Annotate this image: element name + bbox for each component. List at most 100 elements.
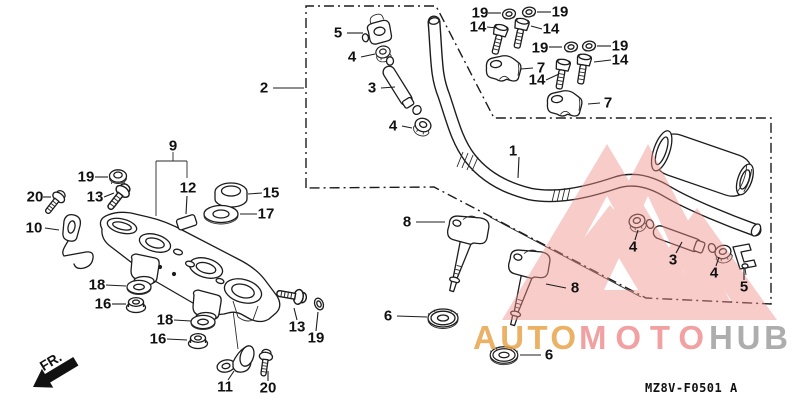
leader-line <box>675 241 683 254</box>
part-label-19: 19 <box>78 169 95 186</box>
leader-line <box>520 67 534 70</box>
leader-line <box>587 102 601 105</box>
dust-seal-6a <box>427 308 459 330</box>
logo-triangle-2 <box>556 144 740 320</box>
leader-line <box>360 53 376 58</box>
leader-line <box>401 125 413 129</box>
bracket-bolt-20-right <box>256 347 275 378</box>
callout-leader-lines <box>43 11 745 381</box>
leader-line <box>517 156 520 179</box>
handle-post-8a <box>431 209 493 297</box>
watermark-logo <box>502 144 777 320</box>
part-label-14: 14 <box>470 19 487 36</box>
holder-bolt-14b <box>509 16 531 50</box>
washer-19-right <box>313 297 325 311</box>
handlebar-pipe <box>427 15 762 237</box>
part-label-14: 14 <box>612 52 629 69</box>
knurl-band-center <box>551 187 571 203</box>
part-label-11: 11 <box>217 379 233 396</box>
part-label-20: 20 <box>260 380 277 397</box>
steering-stem-nut-15 <box>214 182 248 208</box>
part-label-15: 15 <box>263 185 280 202</box>
leader-line <box>103 192 115 198</box>
nut-16b <box>187 332 209 350</box>
part-label-19: 19 <box>552 4 569 21</box>
part-label-10: 10 <box>26 220 43 237</box>
logo-triangle-1 <box>502 144 712 320</box>
leader-line <box>293 307 298 321</box>
bar-left-end-opening <box>428 17 440 25</box>
part-label-18: 18 <box>157 312 174 329</box>
bar-right-end-opening <box>750 223 762 237</box>
part-label-14: 14 <box>529 72 546 89</box>
pinch-bolt-13-right <box>274 285 309 307</box>
leader-line <box>247 192 263 195</box>
part-label-4: 4 <box>710 265 719 282</box>
part-label-17: 17 <box>258 206 275 223</box>
guide-line <box>232 309 239 350</box>
part-label-16: 16 <box>95 296 112 313</box>
part-label-6: 6 <box>545 347 553 364</box>
watermark-text-auto: AUTO <box>473 319 577 356</box>
part-label-20: 20 <box>27 189 44 206</box>
leader-line <box>315 311 319 332</box>
part-label-4: 4 <box>389 118 398 135</box>
part-label-5: 5 <box>334 25 342 42</box>
part-label-12: 12 <box>180 180 197 197</box>
lock-bracket-11 <box>216 345 255 373</box>
part-label-19: 19 <box>532 40 549 57</box>
knurl-band-left <box>456 151 479 172</box>
cap-nut-19b <box>521 5 537 19</box>
shim-12 <box>175 214 198 231</box>
leader-line <box>396 315 428 318</box>
part-label-13: 13 <box>289 319 306 336</box>
leader-line <box>166 338 188 341</box>
part-label-16: 16 <box>150 331 167 348</box>
leader-line <box>44 227 60 231</box>
arrow-shape <box>33 356 79 388</box>
part-label-13: 13 <box>87 189 104 206</box>
bar-holder-upper-7a <box>484 53 523 84</box>
leader-line <box>545 73 560 81</box>
leader-line <box>227 370 235 381</box>
part-label-19: 19 <box>612 38 629 55</box>
holder-bolt-14a <box>487 22 510 57</box>
part-label-8: 8 <box>571 280 579 297</box>
cap-nut-19c <box>563 40 579 54</box>
handle-grip <box>650 130 754 197</box>
part-label-18: 18 <box>89 277 106 294</box>
part-code: MZ8V-F0501 A <box>645 381 738 395</box>
detail-boundary-box <box>305 5 772 305</box>
leader-line <box>380 86 396 89</box>
nut-16a <box>125 296 147 314</box>
cap-nut-19-left <box>108 169 128 185</box>
part-label-14: 14 <box>543 21 560 38</box>
bar-end-weight-left <box>361 13 434 139</box>
leader-line <box>486 26 498 29</box>
part-label-9: 9 <box>169 138 177 155</box>
part-label-4: 4 <box>629 239 638 256</box>
bar-holder-upper-7b <box>545 88 584 119</box>
part-label-6: 6 <box>384 308 392 325</box>
leader-line <box>173 319 192 322</box>
leader-line <box>593 59 612 63</box>
pinch-bolt-13-left <box>102 179 135 214</box>
leader-line <box>105 284 127 287</box>
fr-direction-arrow: FR. <box>33 349 79 388</box>
leader-line <box>185 195 188 215</box>
holder-bolt-14c <box>551 57 572 91</box>
leader-line <box>634 229 639 241</box>
part-label-4: 4 <box>348 49 357 66</box>
part-label-5: 5 <box>740 279 748 296</box>
guide-line <box>489 216 642 298</box>
part-label-3: 3 <box>368 80 376 97</box>
cable-guide-10 <box>62 213 94 270</box>
bar-end-weight-right <box>626 211 757 276</box>
logo-triangle-3 <box>520 205 700 320</box>
washer-18b <box>190 314 216 331</box>
part-label-2: 2 <box>260 80 268 97</box>
cap-nut-19a <box>501 7 517 21</box>
